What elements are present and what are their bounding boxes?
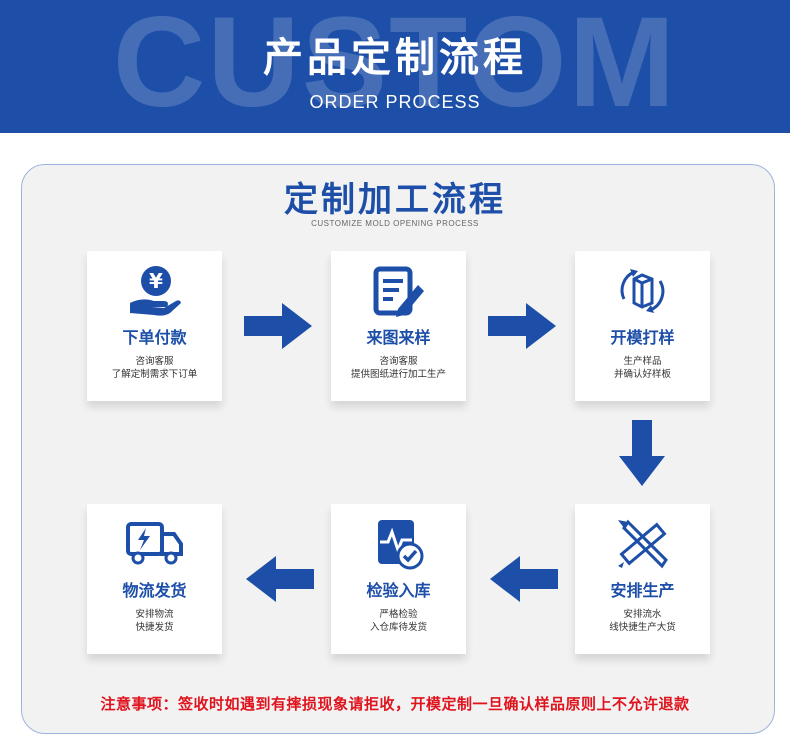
arrow-right-icon [244,303,312,349]
step-title: 下单付款 [122,328,187,347]
step-desc-line1: 安排流水 [623,609,662,620]
banner-subtitle: ORDER PROCESS [309,92,481,112]
step-title: 检验入库 [366,581,431,600]
step-desc-line2: 了解定制需求下订单 [111,369,198,380]
banner-title: 产品定制流程 [263,35,527,81]
arrow-left-icon [490,556,558,602]
step-card-drawings-samples: 来图来样 咨询客服 提供图纸进行加工生产 [331,251,466,401]
step-card-production: 安排生产 安排流水 线快捷生产大货 [575,504,710,654]
notice-text: 注意事项：签收时如遇到有摔损现象请拒收，开模定制一旦确认样品原则上不允许退款 [100,695,690,713]
step-title: 物流发货 [122,581,187,600]
step-desc-line2: 并确认好样板 [613,369,671,380]
banner-background-text: CUSTOM [112,0,678,133]
panel-subtitle: CUSTOMIZE MOLD OPENING PROCESS [311,219,479,228]
arrow-right-icon [488,303,556,349]
step-desc-line2: 入仓库待发货 [369,622,427,633]
step-desc-line1: 咨询客服 [379,356,418,367]
step-desc-line2: 线快捷生产大货 [609,622,676,633]
arrow-left-icon [246,556,314,602]
step-desc-line1: 生产样品 [623,356,662,367]
yen-hand-icon: ¥ [130,266,181,316]
step-card-order-payment: ¥ 下单付款 咨询客服 了解定制需求下订单 [87,251,222,401]
step-desc-line1: 咨询客服 [135,356,174,367]
header-banner: CUSTOM 产品定制流程 ORDER PROCESS [0,0,790,133]
step-desc-line2: 快捷发货 [135,622,174,633]
step-title: 来图来样 [366,328,431,347]
svg-text:¥: ¥ [149,269,163,293]
document-edit-icon [373,266,424,317]
pencil-ruler-icon [618,519,668,569]
step-title: 安排生产 [610,581,675,600]
inspection-check-icon [378,520,424,570]
step-desc-line1: 安排物流 [135,609,174,620]
step-card-mold-sampling: 开模打样 生产样品 并确认好样板 [575,251,710,401]
step-desc-line2: 提供图纸进行加工生产 [350,369,446,380]
arrow-down-icon [619,420,665,486]
step-card-inspection-storage: 检验入库 严格检验 入仓库待发货 [331,504,466,654]
step-card-logistics-delivery: 物流发货 安排物流 快捷发货 [87,504,222,654]
step-title: 开模打样 [610,328,675,347]
panel-title: 定制加工流程 [284,180,506,220]
delivery-truck-icon [126,522,183,565]
step-desc-line1: 严格检验 [379,609,418,620]
rotate-box-icon [620,269,665,313]
